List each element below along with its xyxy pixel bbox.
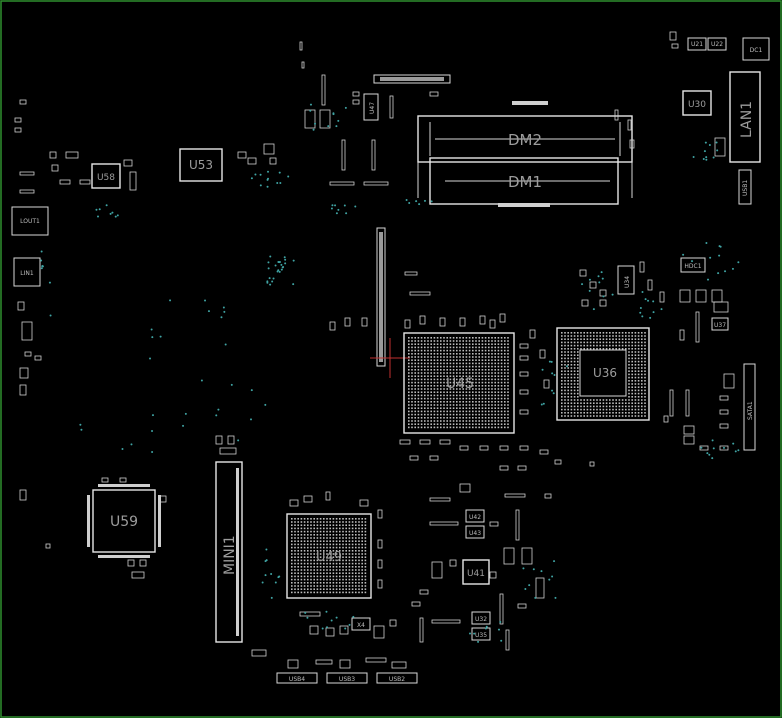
u43-chip[interactable]: U43 xyxy=(465,525,485,539)
u42-label: U42 xyxy=(469,514,481,521)
usb1-connector[interactable]: USB1 xyxy=(738,169,752,205)
lan1-label: LAN1 xyxy=(739,101,755,138)
u34-label: U34 xyxy=(624,276,631,288)
usb4-connector[interactable]: USB4 xyxy=(276,672,318,684)
u41-chip[interactable]: U41 xyxy=(462,559,490,585)
dc1-label: DC1 xyxy=(750,47,763,54)
u49-label: U49 xyxy=(316,550,342,565)
u59-label: U59 xyxy=(110,514,138,530)
dm2-label: DM2 xyxy=(508,131,542,149)
u59-chip[interactable]: U59 xyxy=(87,484,161,558)
u35-chip[interactable]: U35 xyxy=(471,627,491,641)
dm-pad-row-top xyxy=(512,101,548,105)
u53-chip[interactable]: U53 xyxy=(179,148,223,182)
u34-chip[interactable]: U34 xyxy=(617,265,635,295)
u36-label: U36 xyxy=(593,366,617,380)
u32-label: U32 xyxy=(475,616,487,623)
u42-chip[interactable]: U42 xyxy=(465,509,485,523)
x4-crystal[interactable]: X4 xyxy=(351,617,371,631)
u53-label: U53 xyxy=(189,158,213,172)
u21-chip[interactable]: U21 xyxy=(687,37,707,51)
u43-label: U43 xyxy=(469,530,481,537)
lin1-jack[interactable]: LIN1 xyxy=(13,257,41,287)
lan1-connector[interactable]: LAN1 xyxy=(729,71,761,163)
u32-chip[interactable]: U32 xyxy=(471,611,491,625)
usb3-connector[interactable]: USB3 xyxy=(326,672,368,684)
hdc1-label: HDC1 xyxy=(684,263,701,270)
usb2-label: USB2 xyxy=(389,676,405,683)
passive-components xyxy=(14,31,735,669)
usb2-connector[interactable]: USB2 xyxy=(376,672,418,684)
usb4-label: USB4 xyxy=(289,676,305,683)
dm1-label: DM1 xyxy=(508,173,542,191)
mini1-slot[interactable]: MINI1 xyxy=(215,461,243,643)
hdc1-chip[interactable]: HDC1 xyxy=(680,257,706,273)
u58-chip[interactable]: U58 xyxy=(91,163,121,189)
top-header-connector[interactable] xyxy=(373,74,451,84)
sata1-label: SATA1 xyxy=(747,401,754,420)
u45-bga[interactable]: U45 xyxy=(403,332,515,434)
usb3-label: USB3 xyxy=(339,676,355,683)
u58-label: U58 xyxy=(97,173,115,183)
u36-bga[interactable]: U36 xyxy=(556,327,650,421)
dc1-jack[interactable]: DC1 xyxy=(742,37,770,61)
u47-label: U47 xyxy=(369,102,376,114)
u30-chip[interactable]: U30 xyxy=(682,90,712,116)
u22-label: U22 xyxy=(711,41,723,48)
usb1-label: USB1 xyxy=(742,180,749,196)
u37-chip[interactable]: U37 xyxy=(711,317,729,331)
dm2-slot[interactable]: DM2 xyxy=(417,115,633,163)
vertical-pin-header[interactable] xyxy=(376,227,386,367)
x4-label: X4 xyxy=(357,622,365,629)
u47-chip[interactable]: U47 xyxy=(363,93,379,121)
mini1-label: MINI1 xyxy=(222,535,238,575)
lout1-jack[interactable]: LOUT1 xyxy=(11,206,49,236)
u35-label: U35 xyxy=(475,632,487,639)
u41-label: U41 xyxy=(467,569,485,579)
lout1-label: LOUT1 xyxy=(20,218,40,225)
dm-pad-row-bottom xyxy=(498,203,550,207)
lin1-label: LIN1 xyxy=(20,270,34,277)
u49-bga[interactable]: U49 xyxy=(286,513,372,599)
u22-chip[interactable]: U22 xyxy=(707,37,727,51)
via-dots xyxy=(40,103,740,643)
dm1-slot[interactable]: DM1 xyxy=(417,157,633,205)
u45-label: U45 xyxy=(446,376,474,392)
u30-label: U30 xyxy=(688,100,706,110)
u21-label: U21 xyxy=(691,41,703,48)
sata1-connector[interactable]: SATA1 xyxy=(743,363,756,451)
u37-label: U37 xyxy=(714,322,726,329)
